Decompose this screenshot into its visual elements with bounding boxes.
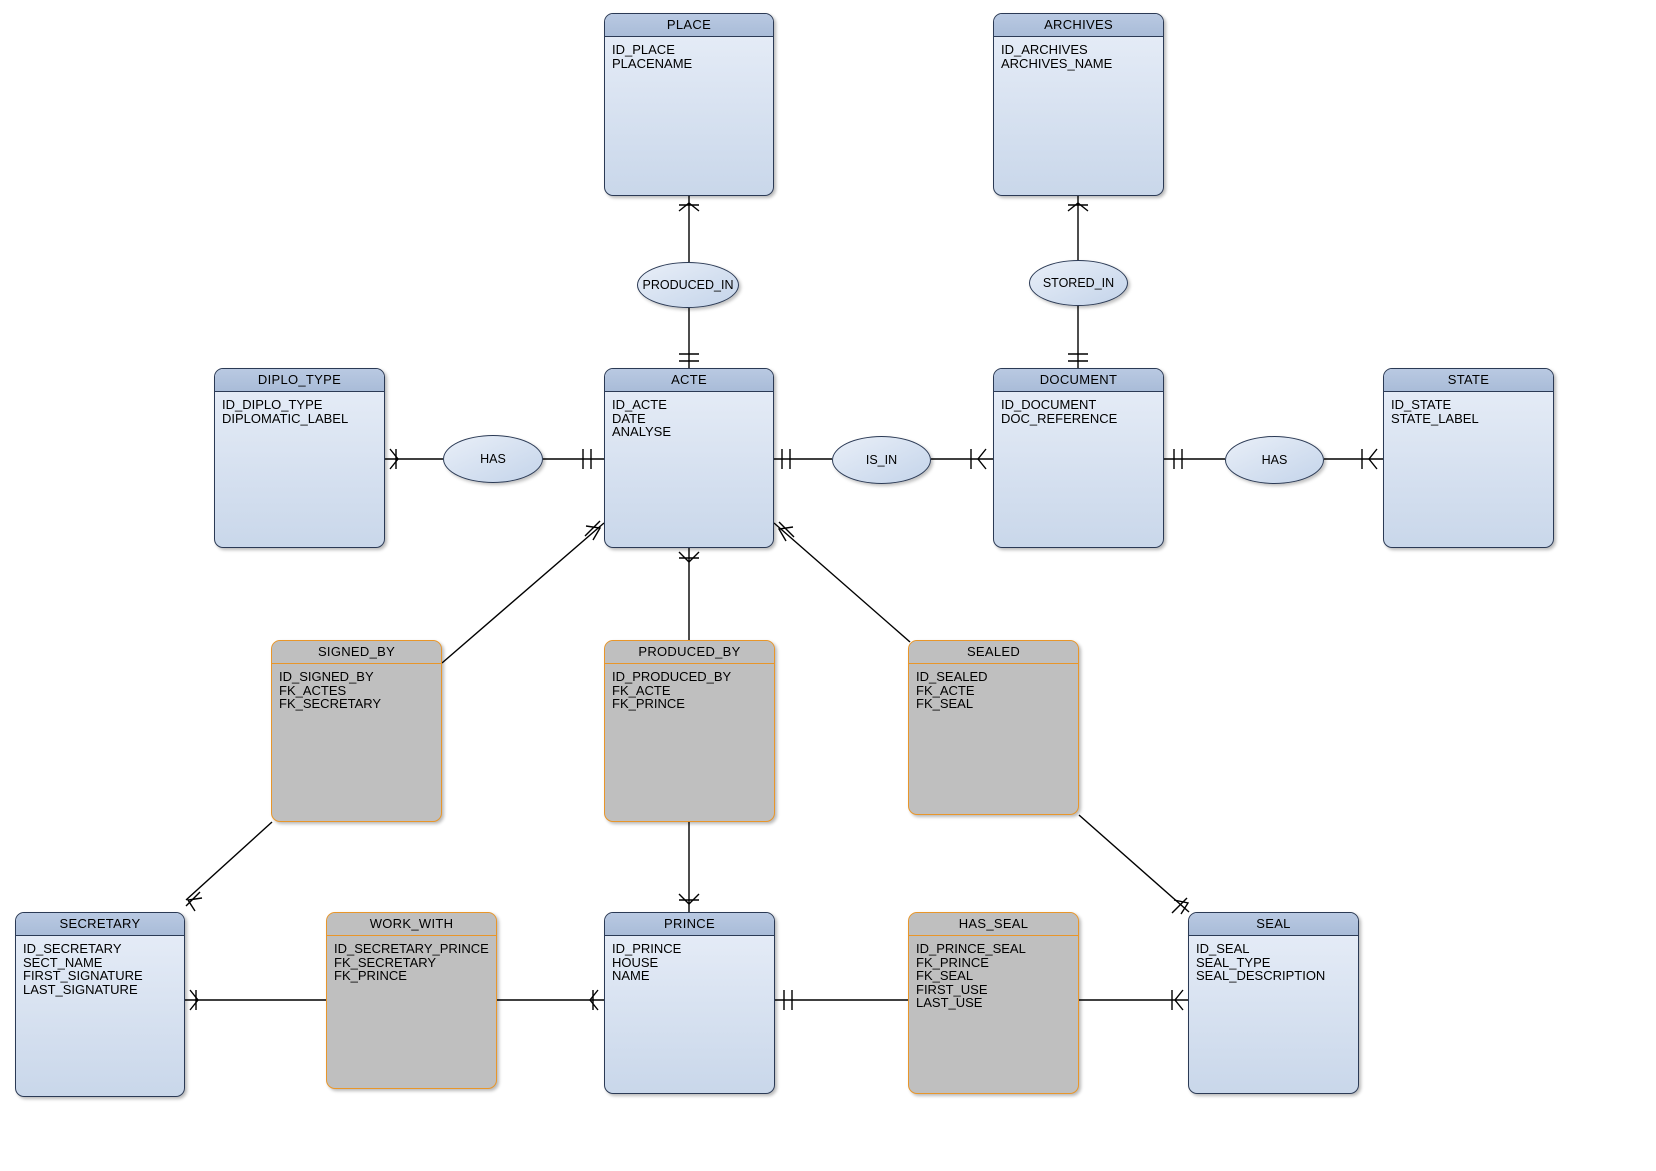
relationship-has_state[interactable]: HAS (1225, 436, 1324, 484)
attribute: FK_SECRETARY (279, 696, 382, 711)
attribute: FIRST_USE (916, 981, 988, 997)
entity-title-archives: ARCHIVES (994, 14, 1163, 37)
attribute: ID_SIGNED_BY (279, 669, 374, 684)
attribute: ID_SECRETARY_PRINCE (334, 941, 489, 956)
entity-title-seal: SEAL (1189, 913, 1358, 936)
entity-title-secretary: SECRETARY (16, 913, 184, 936)
entity-title-document: DOCUMENT (994, 369, 1163, 392)
relationship-label: IS_IN (865, 453, 898, 467)
attribute: FIRST_SIGNATURE (23, 968, 143, 983)
attribute: ID_DIPLO_TYPE (222, 397, 323, 412)
attribute: ANALYSE (612, 424, 672, 439)
edge-acte-signed_by (441, 522, 605, 664)
attribute: ID_ACTE (612, 397, 667, 412)
attribute: ID_SEAL (1196, 941, 1250, 956)
edge-acte-sealed (773, 522, 911, 643)
attribute: LAST_USE (916, 995, 983, 1010)
attribute: FK_PRINCE (916, 954, 989, 970)
edge-signed_by-secretary (185, 821, 273, 901)
attribute: SEAL_TYPE (1196, 954, 1271, 970)
attribute: FK_PRINCE (334, 968, 407, 983)
attribute: FK_ACTES (279, 682, 347, 698)
entity-title-prince: PRINCE (605, 913, 774, 936)
attribute: FK_SEAL (916, 968, 974, 983)
attribute: FK_SEAL (916, 696, 974, 711)
attribute: DIPLOMATIC_LABEL (222, 410, 349, 426)
entity-title-has_seal: HAS_SEAL (909, 913, 1078, 936)
entity-title-work_with: WORK_WITH (327, 913, 496, 936)
attribute: SECT_NAME (23, 954, 103, 970)
relationship-is_in[interactable]: IS_IN (832, 436, 931, 484)
attribute: ID_PLACE (612, 42, 675, 57)
relationship-label: PRODUCED_IN (642, 278, 734, 292)
relationship-label: STORED_IN (1042, 276, 1115, 290)
attribute: ID_DOCUMENT (1001, 397, 1097, 412)
attribute: ARCHIVES_NAME (1001, 55, 1113, 71)
relationship-has_diplo[interactable]: HAS (443, 435, 543, 483)
attribute: NAME (612, 968, 650, 983)
attribute: LAST_SIGNATURE (23, 981, 138, 997)
attribute: ID_PRODUCED_BY (612, 669, 732, 684)
entity-title-acte: ACTE (605, 369, 773, 392)
attribute: ID_PRINCE (612, 941, 682, 956)
edge-sealed-seal (1078, 814, 1190, 913)
attribute: ID_SEALED (916, 669, 988, 684)
attribute: HOUSE (612, 954, 659, 970)
relationship-label: HAS (1261, 453, 1288, 467)
entity-title-diplo_type: DIPLO_TYPE (215, 369, 384, 392)
entity-title-sealed: SEALED (909, 641, 1078, 664)
attribute: ID_STATE (1391, 397, 1452, 412)
attribute: SEAL_DESCRIPTION (1196, 968, 1326, 983)
entity-title-produced_by: PRODUCED_BY (605, 641, 774, 664)
relationship-stored_in[interactable]: STORED_IN (1029, 260, 1128, 306)
entity-title-place: PLACE (605, 14, 773, 37)
attribute: ID_PRINCE_SEAL (916, 941, 1026, 956)
attribute: DOC_REFERENCE (1001, 410, 1118, 426)
relationship-label: HAS (480, 452, 506, 466)
attribute: DATE (612, 410, 646, 426)
attribute: ID_SECRETARY (23, 941, 122, 956)
attribute: FK_SECRETARY (334, 954, 437, 970)
attribute: ID_ARCHIVES (1001, 42, 1088, 57)
attribute: STATE_LABEL (1391, 410, 1479, 426)
entity-title-state: STATE (1384, 369, 1553, 392)
entity-title-signed_by: SIGNED_BY (272, 641, 441, 664)
attribute: FK_ACTE (612, 682, 671, 698)
attribute: PLACENAME (612, 55, 693, 71)
relationship-produced_in[interactable]: PRODUCED_IN (637, 262, 739, 308)
attribute: FK_PRINCE (612, 696, 685, 711)
attribute: FK_ACTE (916, 682, 975, 698)
